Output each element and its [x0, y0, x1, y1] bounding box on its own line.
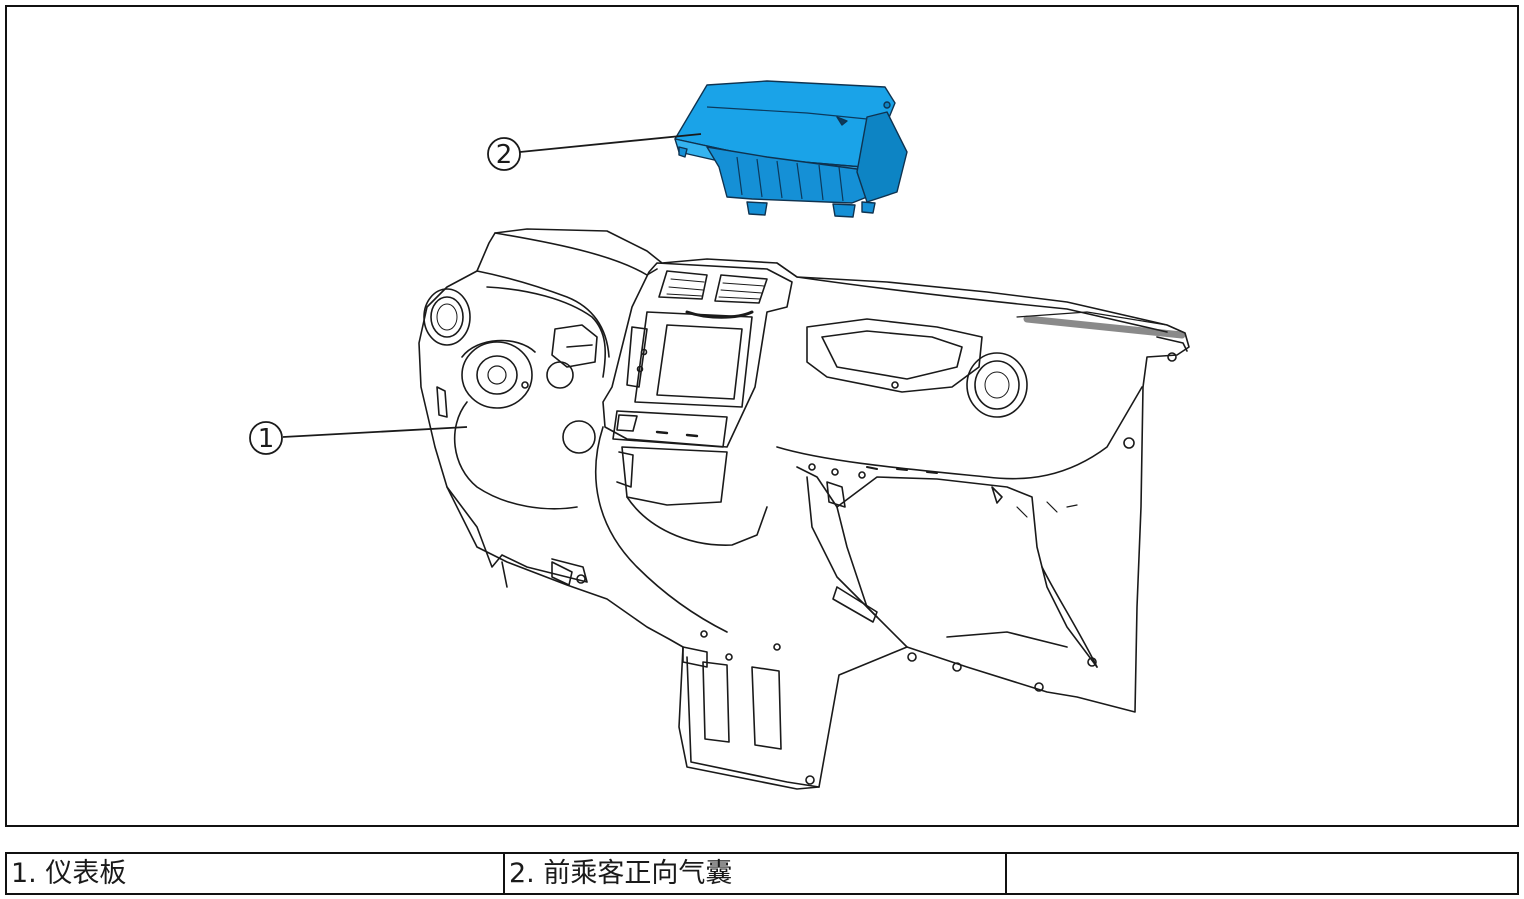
figure-frame: 2 1	[5, 5, 1519, 827]
callout-2: 2	[487, 133, 702, 171]
illustration: 2 1	[249, 80, 1190, 790]
callout-1-number: 1	[258, 424, 275, 454]
instrument-panel-drawing	[418, 228, 1190, 790]
legend-item-2: 2. 前乘客正向气囊	[503, 852, 1007, 895]
legend-item-3	[1005, 852, 1519, 895]
legend-item-1: 1. 仪表板	[5, 852, 505, 895]
callout-1: 1	[249, 421, 468, 455]
legend-table: 1. 仪表板 2. 前乘客正向气囊	[5, 852, 1519, 895]
passenger-airbag-drawing	[674, 80, 908, 218]
legend-row: 1. 仪表板 2. 前乘客正向气囊	[5, 852, 1519, 895]
callout-2-number: 2	[496, 140, 513, 170]
